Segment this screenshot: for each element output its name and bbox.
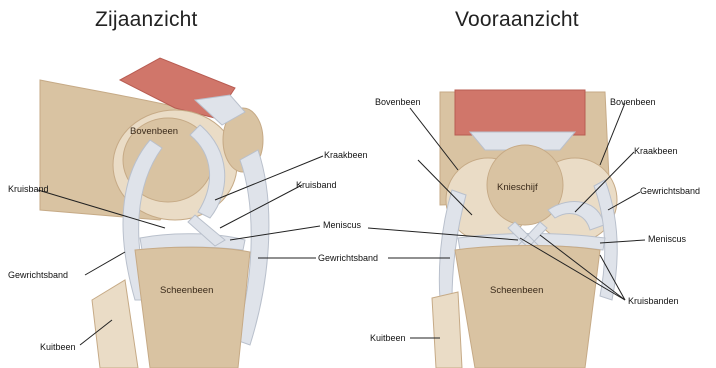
side-label-gewrichtsband-right: Gewrichtsband	[318, 253, 378, 263]
leader-side-gewrichtsband-left	[85, 252, 125, 275]
side-label-meniscus: Meniscus	[323, 220, 361, 230]
front-fibula	[432, 292, 462, 368]
front-label-gewrichtsband: Gewrichtsband	[640, 186, 700, 196]
front-quadriceps-muscle	[455, 90, 585, 135]
side-view-drawing	[40, 58, 269, 368]
side-tibia	[135, 247, 250, 368]
leader-side-meniscus	[230, 226, 320, 240]
side-label-kraakbeen: Kraakbeen	[324, 150, 368, 160]
side-view-title: Zijaanzicht	[95, 8, 198, 32]
front-label-kuitbeen: Kuitbeen	[370, 333, 406, 343]
side-label-gewrichtsband-left: Gewrichtsband	[8, 270, 68, 280]
front-label-kraakbeen: Kraakbeen	[634, 146, 678, 156]
front-label-meniscus: Meniscus	[648, 234, 686, 244]
front-view-title: Vooraanzicht	[455, 8, 579, 32]
front-label-knieschijf: Knieschijf	[497, 182, 538, 193]
front-label-kruisbanden: Kruisbanden	[628, 296, 679, 306]
front-label-bovenbeen-left: Bovenbeen	[375, 97, 421, 107]
side-label-bovenbeen: Bovenbeen	[130, 126, 178, 137]
front-label-bovenbeen-right: Bovenbeen	[610, 97, 656, 107]
side-label-kruisband-left: Kruisband	[8, 184, 49, 194]
side-label-kruisband-right: Kruisband	[296, 180, 337, 190]
side-label-scheenbeen: Scheenbeen	[160, 285, 213, 296]
front-view-drawing	[432, 90, 617, 368]
front-label-scheenbeen: Scheenbeen	[490, 285, 543, 296]
side-label-kuitbeen: Kuitbeen	[40, 342, 76, 352]
side-fibula	[92, 280, 138, 368]
